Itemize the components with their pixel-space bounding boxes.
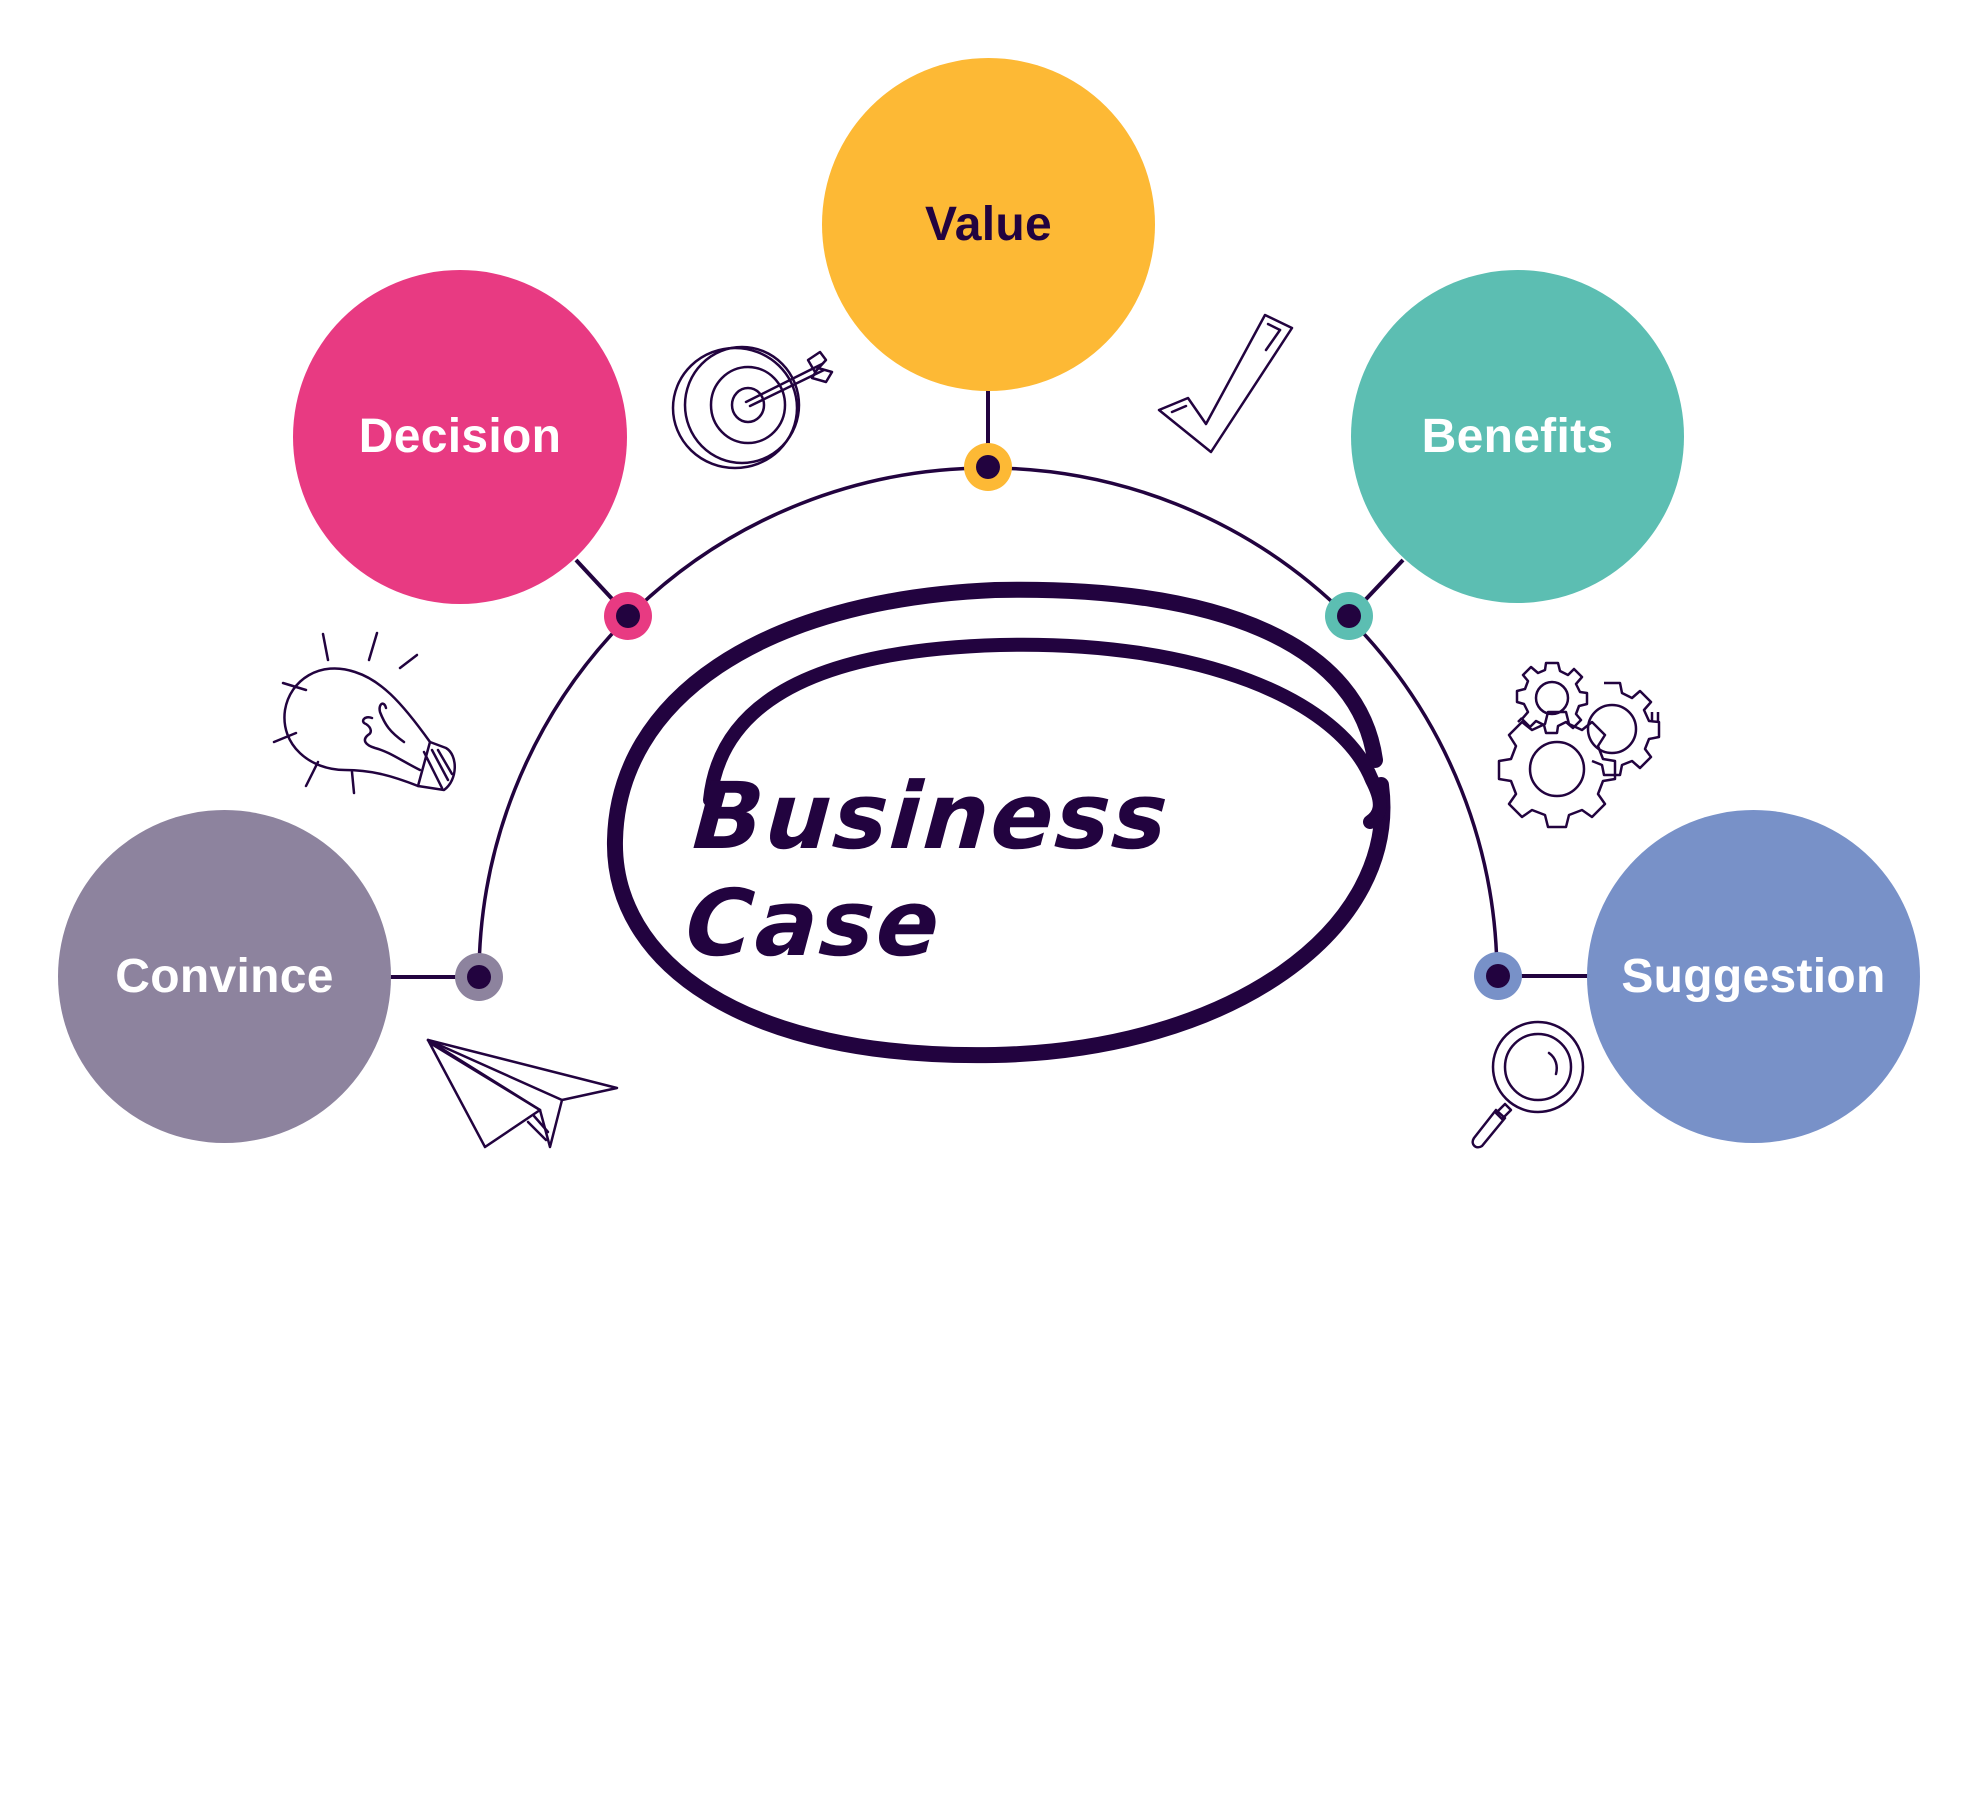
node-decision-label: Decision bbox=[358, 410, 562, 463]
node-dot-value bbox=[964, 443, 1012, 491]
node-dot-benefits bbox=[1325, 592, 1373, 640]
node-dot-decision bbox=[604, 592, 652, 640]
gears-icon bbox=[1497, 661, 1661, 829]
node-value: Value bbox=[822, 58, 1155, 391]
lightbulb-icon bbox=[272, 631, 456, 795]
target-icon bbox=[671, 345, 834, 470]
center-title: Business Case bbox=[682, 763, 1173, 977]
node-dot-suggestion bbox=[1474, 952, 1522, 1000]
node-value-label: Value bbox=[925, 197, 1052, 251]
checkmark-icon bbox=[1157, 313, 1294, 454]
node-suggestion: Suggestion bbox=[1587, 810, 1920, 1143]
magnifier-icon bbox=[1471, 1020, 1585, 1149]
node-convince: Convince bbox=[58, 810, 391, 1143]
hand-drawn-ellipse bbox=[606, 581, 1391, 1064]
node-benefits-label: Benefits bbox=[1421, 409, 1614, 463]
node-dot-convince bbox=[455, 953, 503, 1001]
paper-plane-icon bbox=[426, 1038, 619, 1149]
node-suggestion-label: Suggestion bbox=[1621, 949, 1886, 1003]
node-decision: Decision bbox=[293, 270, 627, 604]
node-convince-label: Convince bbox=[115, 949, 334, 1003]
node-benefits: Benefits bbox=[1351, 270, 1684, 603]
